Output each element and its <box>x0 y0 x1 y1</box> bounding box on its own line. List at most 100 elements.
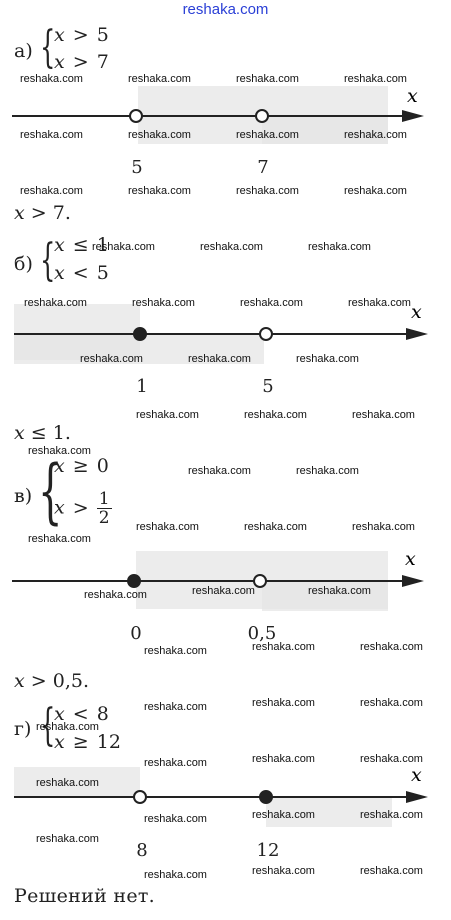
watermark: reshaka.com <box>20 73 83 85</box>
part-b-condition-2: x < 5 <box>54 262 109 284</box>
watermark: reshaka.com <box>20 185 83 197</box>
part-b-answer: x ≤ 1. <box>14 422 71 444</box>
part-d-label: г) <box>14 718 32 740</box>
watermark: reshaka.com <box>36 777 99 789</box>
shaded-region <box>266 797 392 827</box>
axis-arrow <box>406 791 428 803</box>
watermark: reshaka.com <box>244 409 307 421</box>
watermark: reshaka.com <box>36 721 99 733</box>
axis-arrow <box>402 110 424 122</box>
watermark: reshaka.com <box>144 869 207 881</box>
watermark: reshaka.com <box>360 865 423 877</box>
watermark: reshaka.com <box>360 641 423 653</box>
open-point <box>253 574 267 588</box>
watermark: reshaka.com <box>348 297 411 309</box>
watermark: reshaka.com <box>188 465 251 477</box>
watermark: reshaka.com <box>296 465 359 477</box>
filled-point <box>133 327 147 341</box>
site-header[interactable]: reshaka.com <box>182 1 269 18</box>
shaded-region <box>262 116 388 144</box>
watermark: reshaka.com <box>236 185 299 197</box>
part-a-condition-1: x > 5 <box>54 24 109 46</box>
part-c-answer: x > 0,5. <box>14 670 89 692</box>
watermark: reshaka.com <box>308 241 371 253</box>
watermark: reshaka.com <box>344 185 407 197</box>
watermark: reshaka.com <box>144 757 207 769</box>
watermark: reshaka.com <box>128 185 191 197</box>
number-line-a: x <box>12 85 424 144</box>
tick-label: 8 <box>136 840 148 861</box>
watermark: reshaka.com <box>136 521 199 533</box>
watermark: reshaka.com <box>252 809 315 821</box>
watermark: reshaka.com <box>200 241 263 253</box>
filled-point <box>127 574 141 588</box>
watermark: reshaka.com <box>144 645 207 657</box>
watermark: reshaka.com <box>80 353 143 365</box>
watermark: reshaka.com <box>128 129 191 141</box>
watermark: reshaka.com <box>308 585 371 597</box>
number-line-d: x <box>14 764 428 827</box>
watermark: reshaka.com <box>236 73 299 85</box>
watermark: reshaka.com <box>344 129 407 141</box>
watermark: reshaka.com <box>188 353 251 365</box>
watermark: reshaka.com <box>252 697 315 709</box>
tick-label: 12 <box>256 840 280 861</box>
open-point <box>129 109 143 123</box>
watermark: reshaka.com <box>240 297 303 309</box>
system-brace: { <box>40 700 56 751</box>
watermark: reshaka.com <box>128 73 191 85</box>
watermark: reshaka.com <box>252 865 315 877</box>
watermark: reshaka.com <box>84 589 147 601</box>
number-line-c: x <box>12 548 424 611</box>
system-brace: { <box>40 22 56 73</box>
axis-label: x <box>411 301 422 323</box>
watermark: reshaka.com <box>144 813 207 825</box>
axis-label: x <box>405 548 416 570</box>
part-a-condition-2: x > 7 <box>54 51 109 73</box>
axis-arrow <box>406 328 428 340</box>
axis-label: x <box>411 764 422 786</box>
part-d-condition-2: x ≥ 12 <box>54 731 121 753</box>
part-b-label: б) <box>14 253 33 275</box>
watermark: reshaka.com <box>136 409 199 421</box>
shaded-region <box>262 581 388 611</box>
shaded-region <box>14 767 140 797</box>
watermark: reshaka.com <box>92 241 155 253</box>
part-a-answer: x > 7. <box>14 202 71 224</box>
watermark: reshaka.com <box>252 641 315 653</box>
watermark: reshaka.com <box>296 353 359 365</box>
watermark: reshaka.com <box>344 73 407 85</box>
axis-arrow <box>402 575 424 587</box>
tick-label: 1 <box>136 376 148 397</box>
watermark: reshaka.com <box>28 533 91 545</box>
open-point <box>133 790 147 804</box>
system-brace: { <box>38 450 63 532</box>
watermark: reshaka.com <box>20 129 83 141</box>
part-d-condition-1: x < 8 <box>54 703 109 725</box>
watermark: reshaka.com <box>360 697 423 709</box>
watermark: reshaka.com <box>360 753 423 765</box>
watermark: reshaka.com <box>360 809 423 821</box>
tick-label: 5 <box>131 157 143 178</box>
watermark: reshaka.com <box>192 585 255 597</box>
part-c-condition-1: x ≥ 0 <box>54 455 109 477</box>
system-brace: { <box>40 235 56 286</box>
filled-point <box>259 790 273 804</box>
axis-label: x <box>407 85 418 107</box>
watermark: reshaka.com <box>252 753 315 765</box>
part-c-label: в) <box>14 485 33 507</box>
tick-label: 7 <box>257 157 269 178</box>
tick-label: 5 <box>262 376 274 397</box>
number-line-b: x <box>14 301 428 364</box>
watermark: reshaka.com <box>236 129 299 141</box>
part-a-label: а) <box>14 40 33 62</box>
part-b-condition-1: x ≤ 1 <box>54 234 109 256</box>
watermark: reshaka.com <box>132 297 195 309</box>
part-d-answer: Решений нет. <box>14 885 156 907</box>
watermark: reshaka.com <box>352 409 415 421</box>
watermark: reshaka.com <box>36 833 99 845</box>
open-point <box>259 327 273 341</box>
watermark: reshaka.com <box>144 701 207 713</box>
